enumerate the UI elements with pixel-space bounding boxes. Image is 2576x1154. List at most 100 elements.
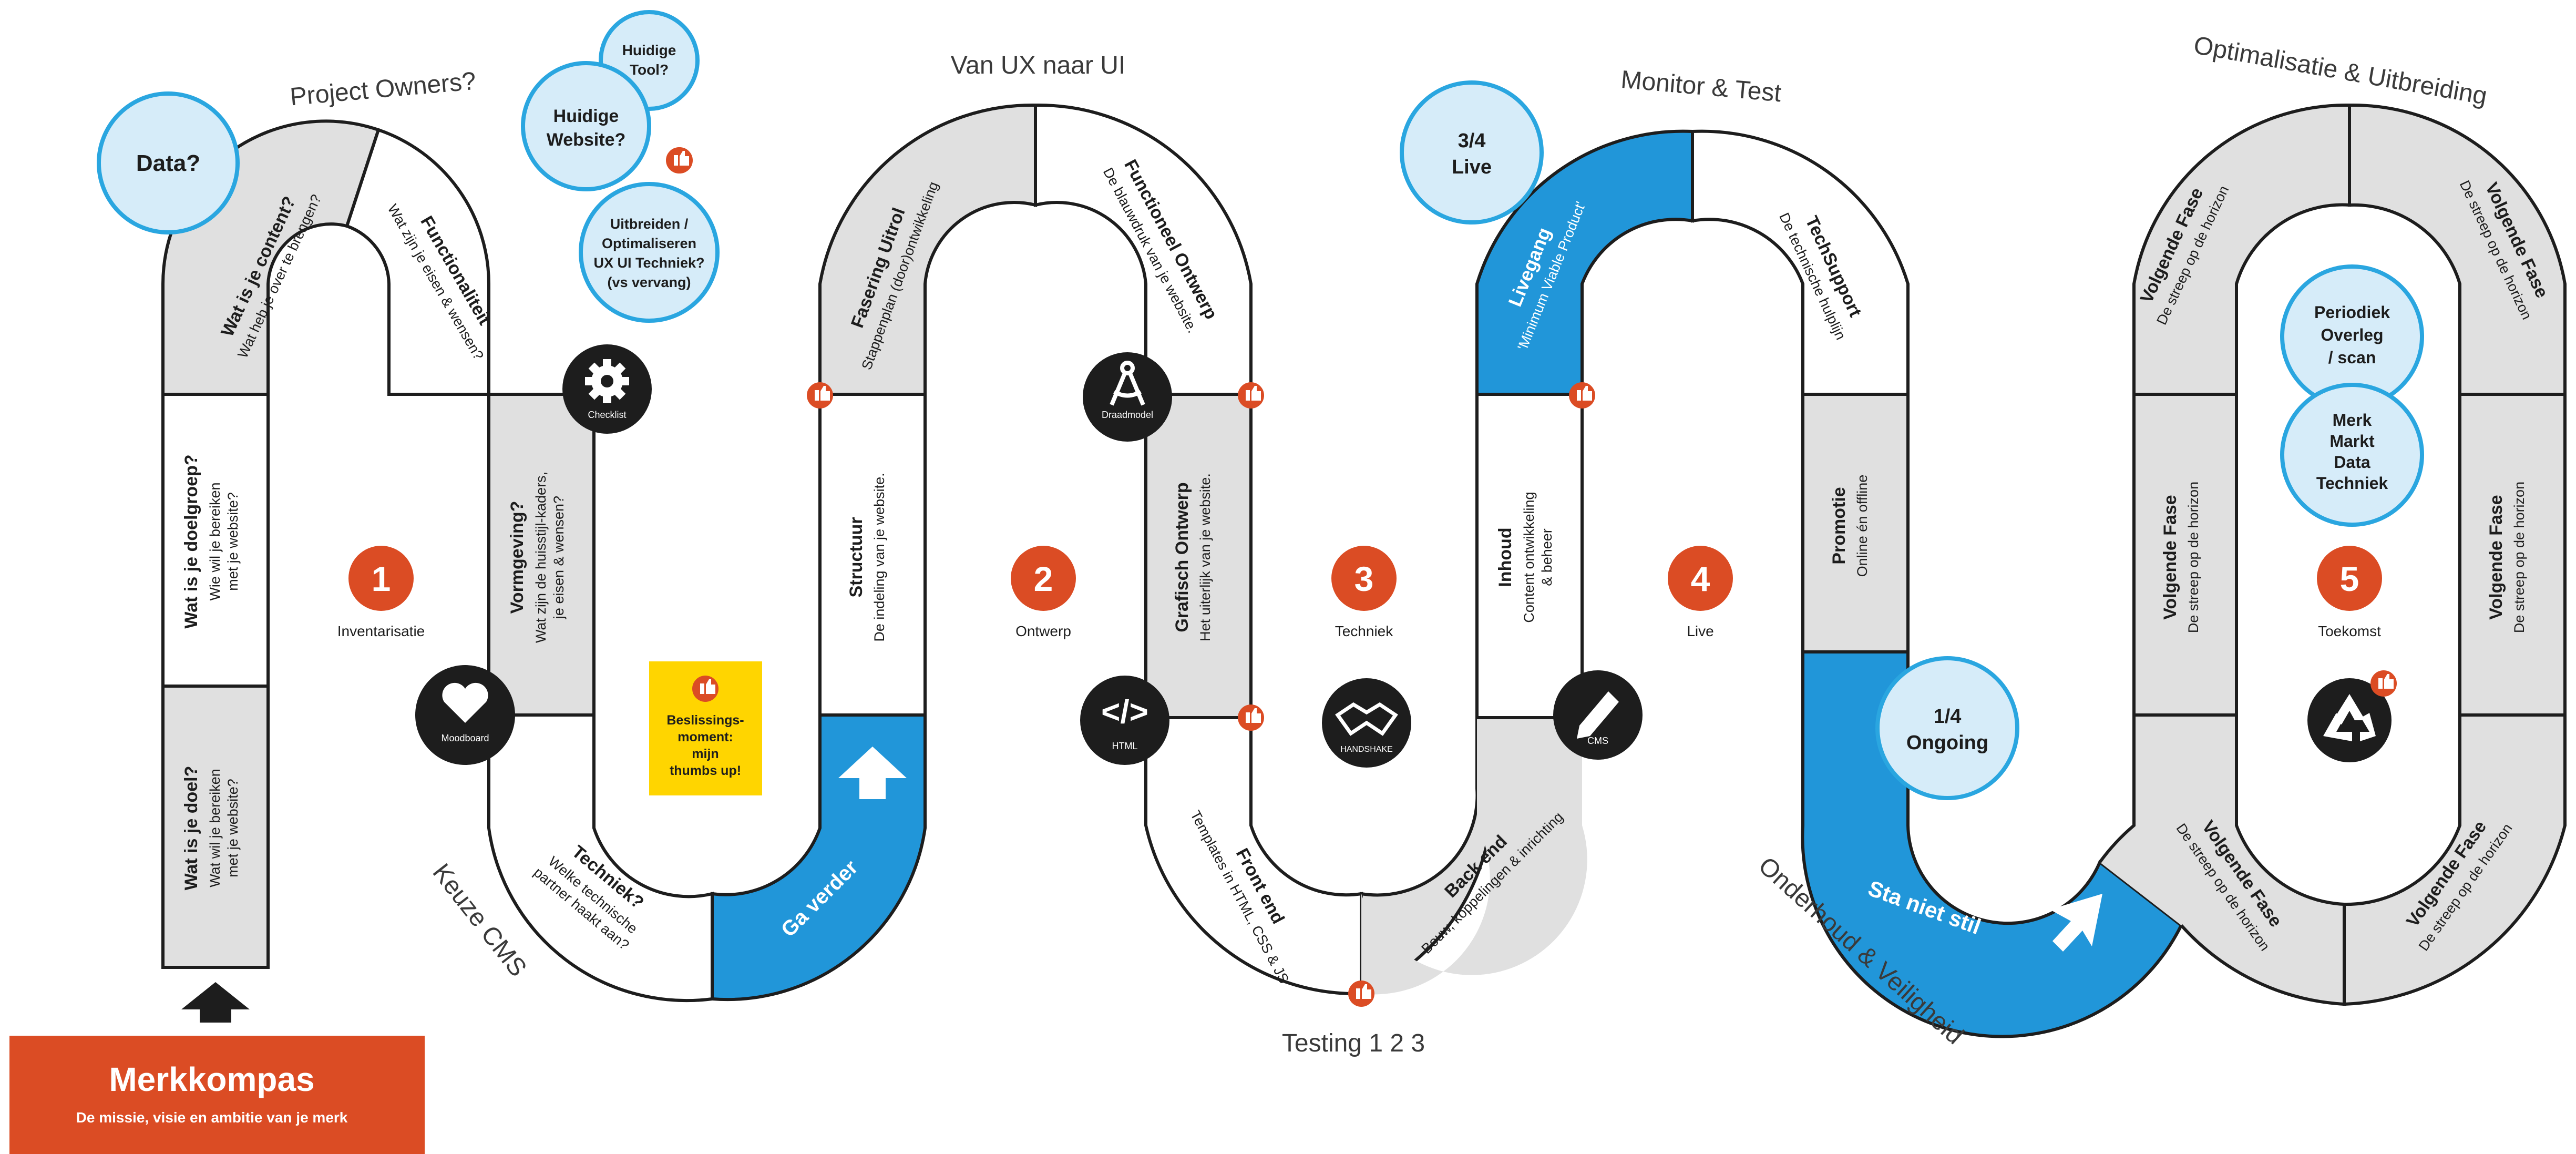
segment-front-end xyxy=(1144,716,1363,996)
moodboard-badge: Moodboard xyxy=(415,665,515,765)
phase-3: 3 Techniek xyxy=(1331,546,1397,639)
bubble-merk-2: Markt xyxy=(2329,432,2375,451)
phase-2-badge xyxy=(1011,546,1076,611)
bubble-uitbreiden-2: Optimaliseren xyxy=(602,236,696,251)
bubble-tool-1: Huidige xyxy=(622,42,676,58)
phase-4: 4 Live xyxy=(1668,546,1733,639)
bubble-website-2: Website? xyxy=(547,130,626,150)
doel-sub-2: met je website? xyxy=(225,779,241,877)
phase-1-badge xyxy=(348,546,414,611)
doelgroep-sub-2: met je website? xyxy=(225,492,241,591)
header-testing: Testing 1 2 3 xyxy=(1282,1029,1425,1057)
thumbs-up-icon xyxy=(1238,704,1264,731)
checklist-badge: Checklist xyxy=(562,344,652,434)
compass-icon xyxy=(1110,361,1145,406)
segment-loop-left-upper xyxy=(2132,103,2351,396)
bubble-live-1: 3/4 xyxy=(1458,130,1486,152)
header-optimalisatie: Optimalisatie & Uitbreiding xyxy=(2192,32,2489,110)
bubble-uitbreiden: Uitbreiden / Optimaliseren UX UI Technie… xyxy=(579,182,720,323)
bubbles: Data? Huidige Tool? Huidige Website? Uit… xyxy=(97,10,2424,800)
bubble-ongoing: 1/4 Ongoing xyxy=(1875,656,2019,800)
handshake-badge: HANDSHAKE xyxy=(1322,678,1411,768)
bubble-periodiek-2: Overleg xyxy=(2321,325,2383,344)
phase-1-label: Inventarisatie xyxy=(337,623,425,639)
doel-title: Wat is je doel? xyxy=(181,766,201,891)
draadmodel-badge: Draadmodel xyxy=(1083,352,1172,442)
vormgeving-sub-1: Wat zijn de huisstijl-kaders, xyxy=(533,472,549,643)
promotie-title: Promotie xyxy=(1829,487,1849,564)
bubble-data: Data? xyxy=(97,91,240,234)
phase-2-label: Ontwerp xyxy=(1015,623,1071,639)
checklist-label: Checklist xyxy=(588,410,626,420)
phase-4-label: Live xyxy=(1687,623,1713,639)
segment-back-end-2 xyxy=(1361,718,1587,995)
bubble-huidige-website: Huidige Website? xyxy=(521,61,651,191)
bubble-ongoing-2: Ongoing xyxy=(1906,732,1988,754)
bubble-periodiek-3: / scan xyxy=(2328,348,2376,367)
vormgeving-title: Vormgeving? xyxy=(507,501,527,614)
bubble-live: 3/4 Live xyxy=(1400,80,1544,224)
phase-5-badge xyxy=(2317,546,2382,611)
phase-4-number: 4 xyxy=(1691,559,1710,598)
volgende-fase-4-sub: De streep op de horizon xyxy=(2511,482,2527,633)
decision-line-2: moment: xyxy=(678,730,733,744)
bubble-merk: Merk Markt Data Techniek xyxy=(2280,383,2424,527)
handshake-label: HANDSHAKE xyxy=(1340,745,1393,754)
segment-livegang xyxy=(1475,129,1694,396)
bubble-uitbreiden-3: UX UI Techniek? xyxy=(593,255,704,271)
cursor-arrow-icon xyxy=(2050,894,2102,952)
phase-3-label: Techniek xyxy=(1335,623,1394,639)
segment-functioneel xyxy=(1034,103,1253,396)
heart-icon xyxy=(442,682,488,723)
vormgeving-sub-2: je eisen & wensen? xyxy=(551,496,567,619)
inhoud-sub-2: & beheer xyxy=(1539,528,1555,586)
volgende-fase-3-sub: De streep op de horizon xyxy=(2185,482,2201,633)
moodboard-label: Moodboard xyxy=(441,733,489,743)
recycle-icon xyxy=(2323,694,2376,741)
inhoud-title: Inhoud xyxy=(1495,527,1515,587)
bubble-data-text: Data? xyxy=(136,150,200,176)
cms-label: CMS xyxy=(1587,736,1608,746)
html-badge: </> HTML xyxy=(1080,676,1169,765)
segment-functionaliteit xyxy=(345,128,490,396)
bubble-tool-2: Tool? xyxy=(630,62,669,78)
title-card: Merkkompas De missie, visie en ambitie v… xyxy=(9,1036,425,1154)
phase-1: 1 Inventarisatie xyxy=(337,546,425,639)
header-van-ux: Van UX naar UI xyxy=(951,52,1126,79)
phase-4-badge xyxy=(1668,546,1733,611)
structuur-sub: De indeling van je website. xyxy=(871,473,887,641)
promotie-sub: Online én offline xyxy=(1854,475,1870,577)
handshake-icon xyxy=(1335,702,1398,736)
bubble-periodiek: Periodiek Overleg / scan xyxy=(2280,264,2424,409)
bubble-uitbreiden-1: Uitbreiden / xyxy=(610,216,689,232)
inhoud-sub-1: Content ontwikkeling xyxy=(1521,492,1537,622)
doel-sub-1: Wat wil je bereiken xyxy=(207,769,223,887)
recycle-badge xyxy=(2307,678,2392,762)
phase-5-number: 5 xyxy=(2340,559,2359,598)
thumbs-up-icon xyxy=(1348,981,1374,1007)
bubble-live-2: Live xyxy=(1452,156,1492,178)
bubble-ongoing-1: 1/4 xyxy=(1934,706,1962,728)
start-arrow-icon xyxy=(181,982,250,1023)
phase-2: 2 Ontwerp xyxy=(1011,546,1076,639)
header-monitor: Monitor & Test xyxy=(1620,66,1782,107)
thumbs-up-icon xyxy=(666,147,692,173)
segment-fasering xyxy=(818,103,1037,396)
grafisch-title: Grafisch Ontwerp xyxy=(1172,482,1192,632)
pencil-icon xyxy=(1577,691,1619,739)
segment-loop-right-upper xyxy=(2348,103,2567,396)
phase-5: 5 Toekomst xyxy=(2317,546,2382,639)
draadmodel-label: Draadmodel xyxy=(1102,410,1153,420)
doelgroep-sub-1: Wie wil je bereiken xyxy=(207,482,223,600)
phase-3-badge xyxy=(1331,546,1397,611)
bubble-merk-1: Merk xyxy=(2333,411,2372,430)
bubble-merk-3: Data xyxy=(2334,453,2370,472)
cms-badge: CMS xyxy=(1553,670,1643,760)
structuur-title: Structuur xyxy=(846,517,866,598)
html-label: HTML xyxy=(1112,741,1138,751)
road xyxy=(161,103,2567,1038)
volgende-fase-3-title: Volgende Fase xyxy=(2160,495,2180,619)
recycle-badge-bg xyxy=(2307,678,2392,762)
thumbs-up-icon xyxy=(1569,382,1595,409)
